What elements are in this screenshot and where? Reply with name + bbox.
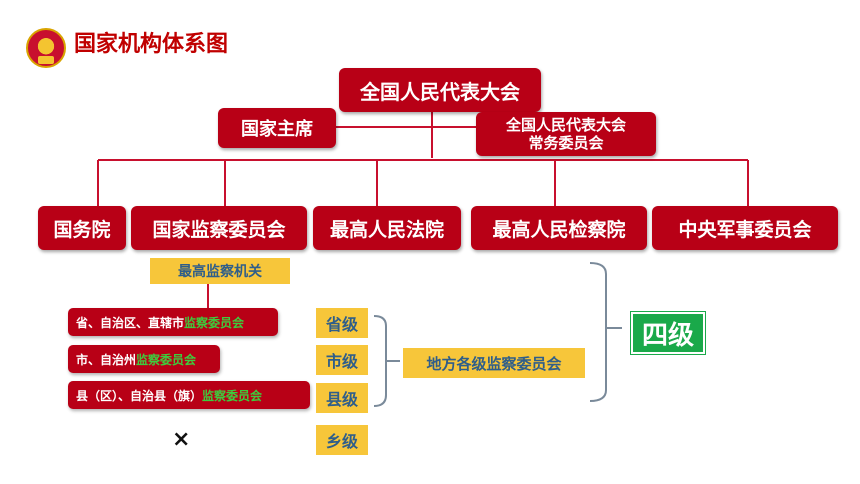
city-suffix: 监察委员会 (136, 352, 197, 367)
none-mark: × (172, 427, 191, 452)
standing-committee-line2: 常务委员会 (528, 134, 604, 152)
county-level-label: 县级 (316, 383, 368, 413)
supreme-court-box: 最高人民法院 (313, 206, 461, 250)
province-supervision-box: 省、自治区、直辖市监察委员会 (68, 308, 278, 336)
county-supervision-box: 县（区）、自治县（旗）监察委员会 (68, 381, 310, 409)
county-prefix: 县（区）、自治县（旗） (76, 388, 203, 403)
city-prefix: 市、自治州 (76, 352, 137, 367)
province-level-label: 省级 (316, 308, 368, 338)
bracket-levels (373, 315, 387, 407)
highest-supervision-label: 最高监察机关 (150, 258, 290, 284)
military-commission-box: 中央军事委员会 (652, 206, 838, 250)
supervision-commission-box: 国家监察委员会 (131, 206, 307, 250)
npc-box: 全国人民代表大会 (339, 68, 541, 112)
city-supervision-box: 市、自治州监察委员会 (68, 345, 220, 373)
page-title: 国家机构体系图 (74, 32, 229, 57)
township-level-label: 乡级 (316, 425, 368, 455)
four-levels-box: 四级 (631, 312, 705, 354)
province-prefix: 省、自治区、直辖市 (76, 315, 185, 330)
state-council-box: 国务院 (38, 206, 126, 250)
national-emblem-icon (26, 28, 66, 68)
county-suffix: 监察委员会 (202, 388, 263, 403)
supreme-procuratorate-box: 最高人民检察院 (471, 206, 647, 250)
president-box: 国家主席 (218, 108, 336, 148)
bracket-four-levels (589, 262, 607, 402)
city-level-label: 市级 (316, 345, 368, 375)
standing-committee-line1: 全国人民代表大会 (505, 116, 626, 134)
province-suffix: 监察委员会 (184, 315, 245, 330)
standing-committee-box: 全国人民代表大会 常务委员会 (476, 112, 656, 156)
local-supervision-label: 地方各级监察委员会 (403, 348, 585, 378)
